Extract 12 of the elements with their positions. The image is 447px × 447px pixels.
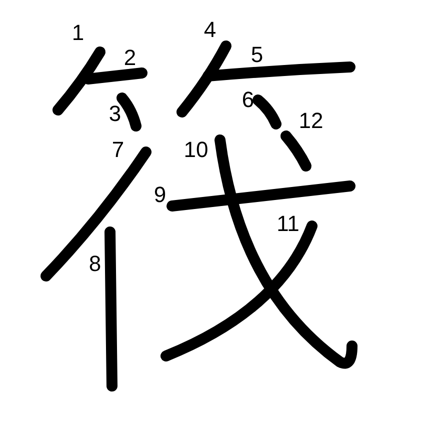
stroke-number: 11	[276, 213, 300, 235]
stroke-number: 9	[154, 184, 166, 206]
stroke-number: 10	[184, 139, 208, 161]
stroke-number: 8	[88, 253, 102, 275]
stroke-number: 5	[250, 44, 264, 66]
stroke-number: 2	[124, 47, 136, 69]
stroke-number: 4	[204, 19, 216, 41]
stroke-number: 3	[108, 103, 122, 125]
stroke-number: 6	[242, 89, 254, 111]
stroke-number: 1	[72, 22, 84, 44]
stroke-number: 12	[298, 110, 324, 132]
stroke-number: 7	[112, 139, 124, 161]
